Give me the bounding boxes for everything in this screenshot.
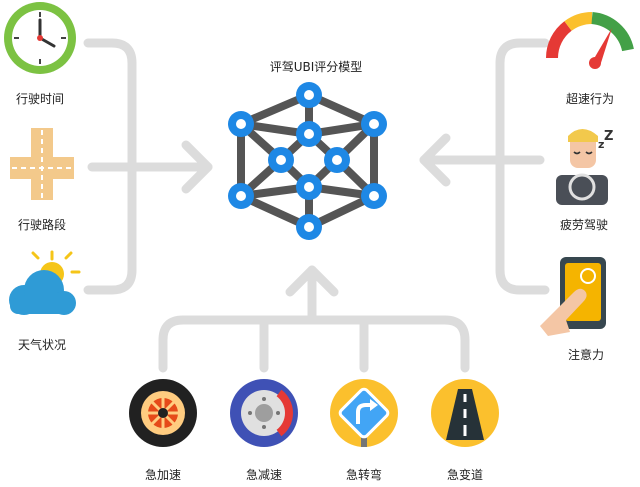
network-node: [228, 111, 254, 137]
network-node: [361, 111, 387, 137]
bottom-factor-label-accel: 急加速: [144, 468, 182, 482]
network-node: [296, 174, 322, 200]
left-arrow-head: [181, 140, 213, 194]
connector-arrows: [83, 38, 550, 373]
phone-touch-icon: [540, 257, 606, 336]
bottom-bracket: [158, 315, 470, 373]
right-arrow-head: [419, 133, 451, 187]
tire-icon: [129, 379, 197, 447]
weather-cloud-sun-icon: [9, 250, 81, 315]
diagram-title: 评驾UBI评分模型: [269, 60, 363, 74]
network-node: [268, 147, 294, 173]
network-node: [228, 183, 254, 209]
left-factor-label-weather: 天气状况: [17, 338, 67, 352]
lane-change-icon: [431, 379, 499, 447]
network-node: [361, 183, 387, 209]
network-node: [296, 121, 322, 147]
right-factor-label-fatigue: 疲劳驾驶: [559, 218, 609, 232]
right-bracket: [495, 38, 550, 295]
bottom-factor-label-turn: 急转弯: [345, 468, 383, 482]
svg-text:Z: Z: [604, 129, 613, 144]
brake-disc-icon: [230, 379, 298, 447]
network-node: [296, 214, 322, 240]
network-node: [324, 147, 350, 173]
network-edges: [237, 91, 378, 231]
road-intersection-icon: [10, 128, 74, 200]
speedometer-icon: [546, 12, 634, 69]
svg-text:z: z: [598, 138, 604, 151]
bottom-factor-label-decel: 急减速: [245, 468, 283, 482]
turn-sign-icon: [330, 379, 398, 447]
right-factor-label-attention: 注意力: [567, 348, 605, 362]
bottom-factor-label-lane: 急变道: [446, 468, 484, 482]
ubi-network-graph: [228, 82, 387, 240]
left-factor-label-road: 行驶路段: [17, 218, 67, 232]
left-factor-label-time: 行驶时间: [15, 92, 65, 106]
network-node: [296, 82, 322, 108]
right-factor-label-speeding: 超速行为: [565, 92, 615, 106]
clock-icon: [4, 2, 76, 74]
bottom-arrow-head: [285, 265, 339, 297]
network-nodes: [228, 82, 387, 240]
sleepy-driver-icon: z Z: [556, 129, 613, 205]
